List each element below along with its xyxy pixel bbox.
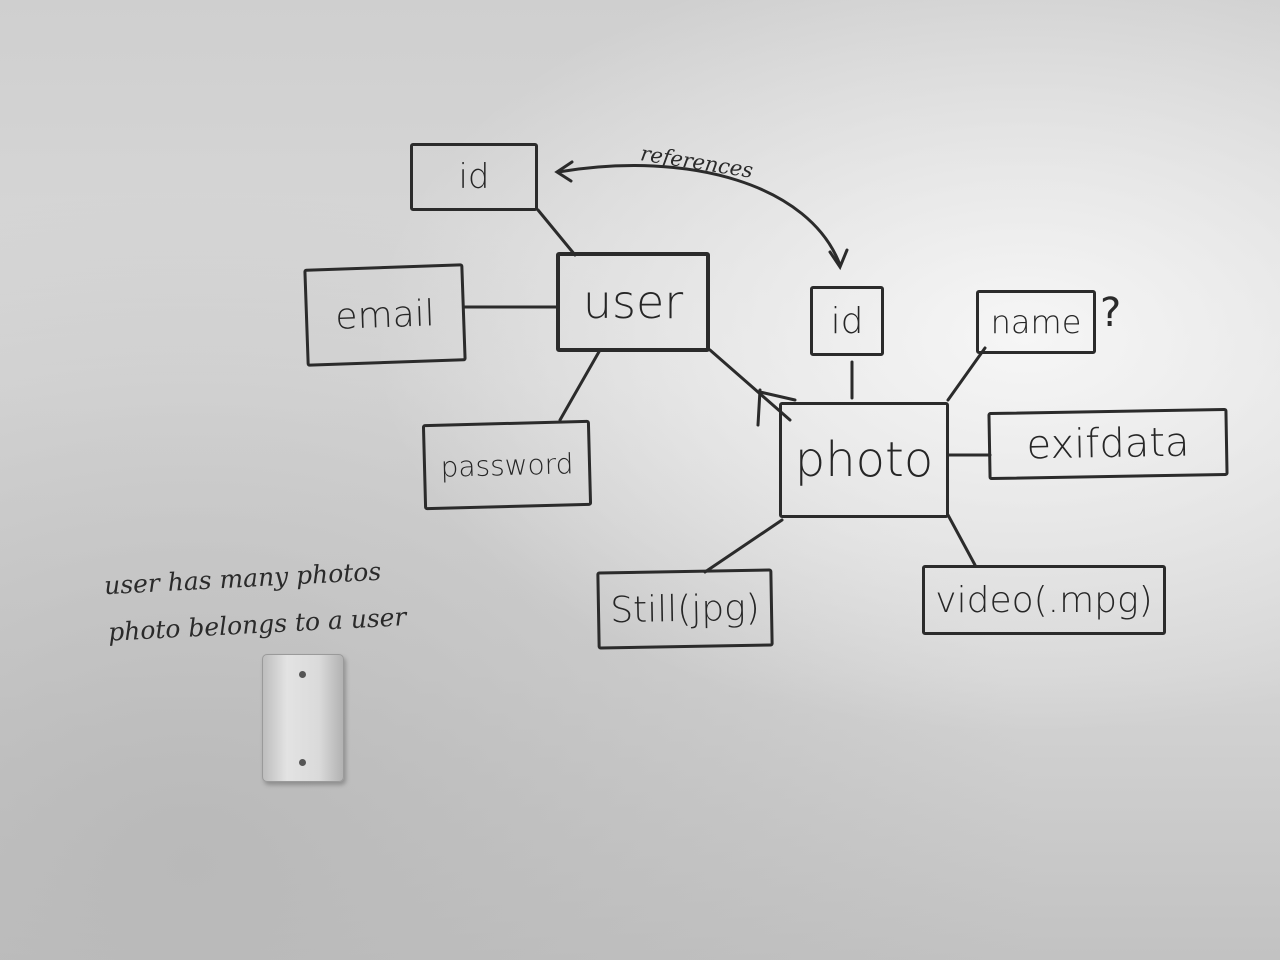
user-id-label: id <box>458 157 490 197</box>
video-box: video(.mpg) <box>922 565 1166 635</box>
user-entity-label: user <box>582 275 684 329</box>
line-photo-video <box>946 513 977 567</box>
references-arrow <box>556 164 842 267</box>
password-box: password <box>421 419 593 511</box>
password-label: password <box>440 446 574 484</box>
name-box: name <box>976 290 1096 354</box>
screw-top <box>299 671 306 678</box>
user-entity-box: user <box>556 252 710 352</box>
exifdata-box: exifdata <box>987 407 1229 481</box>
video-label: video(.mpg) <box>935 579 1153 621</box>
still-label: Still(jpg) <box>609 587 761 631</box>
line-user-id <box>536 208 577 257</box>
photo-entity-label: photo <box>794 432 934 488</box>
name-label: name <box>990 303 1082 341</box>
crows-foot <box>756 388 797 427</box>
user-id-box: id <box>410 143 538 211</box>
line-photo-name <box>946 346 987 402</box>
arrowhead-down <box>828 248 849 271</box>
photo-entity-box: photo <box>779 402 949 518</box>
line-user-password <box>558 348 602 422</box>
email-label: email <box>334 292 436 338</box>
photo-id-box: id <box>810 286 884 356</box>
exifdata-label: exifdata <box>1026 419 1190 469</box>
line-photo-still <box>703 518 784 574</box>
line-user-photo <box>708 348 792 422</box>
still-box: Still(jpg) <box>596 568 774 650</box>
name-question-mark: ? <box>1100 290 1122 336</box>
wall-plate <box>262 654 344 782</box>
screw-bottom <box>299 759 306 766</box>
arrowhead-left <box>554 160 574 183</box>
email-box: email <box>303 263 467 367</box>
photo-id-label: id <box>830 300 864 342</box>
